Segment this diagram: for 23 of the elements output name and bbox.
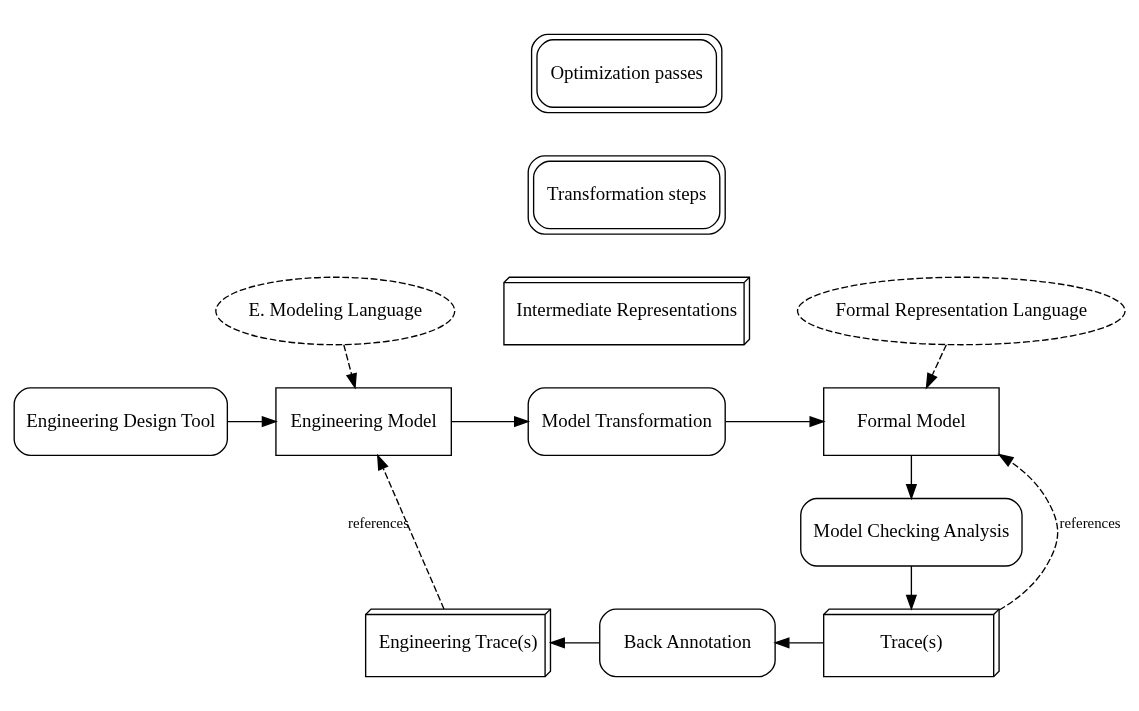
arrow <box>548 637 601 649</box>
node-box: Back Annotation <box>599 608 776 678</box>
arrow <box>343 344 357 390</box>
node-box: Transformation steps <box>527 155 726 235</box>
arrow <box>905 454 918 501</box>
arrow <box>773 637 824 649</box>
edge-label: references <box>1059 514 1121 531</box>
node-ellipse: Formal Representation Language <box>796 276 1126 346</box>
node-box: Engineering Model <box>275 387 452 456</box>
arrow <box>725 415 826 428</box>
arrow <box>925 344 947 390</box>
node-box: Optimization passes <box>530 33 723 114</box>
node-box: Engineering Design Tool <box>13 387 229 456</box>
arrow <box>905 565 918 611</box>
arrow <box>226 415 278 428</box>
arrow <box>997 453 1059 611</box>
node-ellipse: E. Modeling Language <box>215 276 456 346</box>
arrow <box>450 415 531 428</box>
node-box: Model Checking Analysis <box>800 497 1023 567</box>
node-box: Model Transformation <box>527 387 726 456</box>
edge-label: references <box>348 514 409 531</box>
node-box: Formal Model <box>823 387 1000 456</box>
arrow <box>376 453 445 610</box>
